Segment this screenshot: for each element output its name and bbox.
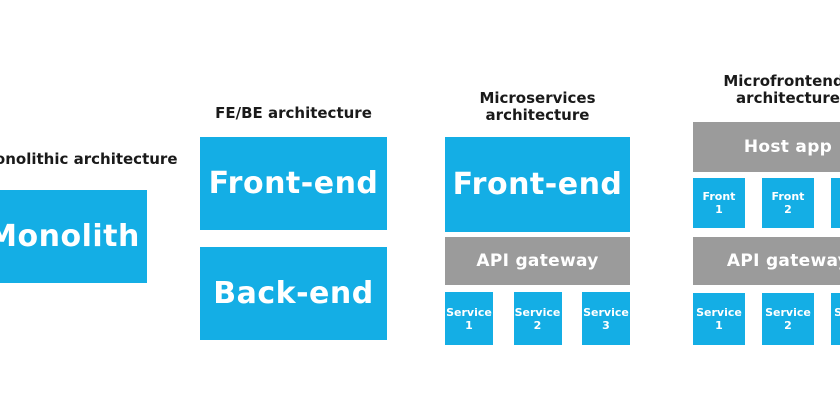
microservices-api-gateway-box: API gateway [445,237,630,285]
microfrontends-column: Microfrontends architecture Host app Fro… [693,0,840,420]
host-app-box: Host app [693,122,840,172]
service-box: Service 3 [582,292,630,345]
front-box: Front 1 [693,178,745,228]
front-label: Front [702,190,736,203]
service-box: Service 1 [445,292,493,345]
monolith-box: Monolith [0,190,147,283]
service-label: Service [583,305,629,319]
microservices-frontend-label: Front-end [452,167,623,202]
service-number: 2 [533,318,542,332]
service-box: Service 1 [693,293,745,345]
service-label: Service [834,306,840,319]
microservices-api-gateway-label: API gateway [476,251,599,271]
front-box: Front 3 [831,178,840,228]
microservices-services-row: Service 1 Service 2 Service 3 [445,292,630,345]
microservices-frontend-box: Front-end [445,137,630,232]
microservices-column: Microservices architecture Front-end API… [445,0,630,420]
microfrontends-api-gateway-box: API gateway [693,237,840,285]
febe-title: FE/BE architecture [215,104,372,122]
monolith-label: Monolith [0,219,140,254]
microservices-title: Microservices architecture [445,90,630,124]
service-number: 3 [602,318,610,332]
service-box: Service 2 [762,293,814,345]
front-number: 2 [784,203,792,216]
service-number: 2 [784,319,792,332]
microservices-title-line1: Microservices [479,89,596,107]
febe-frontend-label: Front-end [208,166,379,201]
service-number: 1 [465,318,473,332]
microservices-title-line2: architecture [485,106,590,124]
microfrontends-api-gateway-label: API gateway [726,251,840,271]
febe-frontend-box: Front-end [200,137,387,230]
front-label: Front [771,190,805,203]
febe-column: FE/BE architecture Front-end Back-end [200,0,387,420]
service-label: Service [514,305,561,319]
monolithic-title: Monolithic architecture [0,150,178,168]
monolithic-column: Monolithic architecture Monolith [0,0,178,420]
microfrontends-services-row: Service 1 Service 2 Service 3 [693,293,840,345]
febe-backend-box: Back-end [200,247,387,340]
microfrontends-title-line1: Microfrontends [723,72,840,90]
service-label: Service [765,306,811,319]
front-number: 1 [715,203,723,216]
febe-backend-label: Back-end [213,276,374,311]
service-box: Service 2 [513,292,562,345]
host-app-label: Host app [743,137,833,157]
microfrontends-title-line2: architecture [736,89,840,107]
service-number: 1 [715,319,723,332]
service-box: Service 3 [831,293,840,345]
front-box: Front 2 [762,178,814,228]
microfrontends-fronts-row: Front 1 Front 2 Front 3 [693,178,840,228]
service-label: Service [696,306,742,319]
service-label: Service [446,305,492,319]
microfrontends-title: Microfrontends architecture [693,73,840,107]
